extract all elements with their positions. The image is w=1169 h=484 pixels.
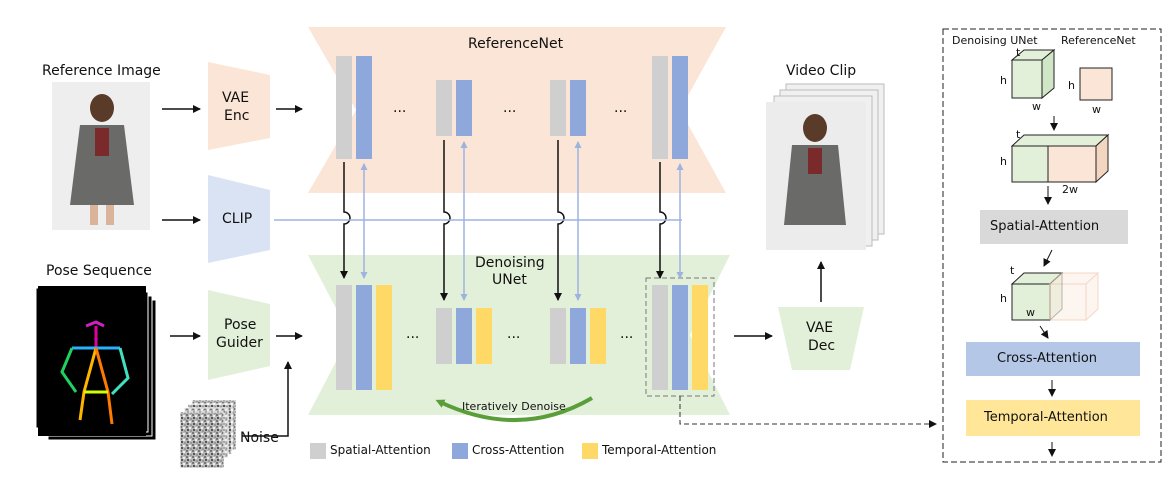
dim-h-label: h <box>1000 155 1007 168</box>
detail-panel <box>942 28 1162 463</box>
reference-image-label: Reference Image <box>42 63 161 79</box>
dim-w-label: w <box>1092 103 1101 116</box>
referencenet-title: ReferenceNet <box>468 36 564 52</box>
noise-stack <box>179 399 237 469</box>
detail-connector <box>679 396 937 428</box>
dim-t-label: t <box>1016 128 1021 141</box>
detail-referencenet-label: ReferenceNet <box>1061 34 1136 47</box>
legend-cross-label: Cross-Attention <box>472 443 565 457</box>
pose-guider-label-1: Pose <box>224 317 257 333</box>
ellipsis: ... <box>393 100 407 116</box>
legend-swatch-spatial <box>310 443 326 459</box>
reference-image <box>52 82 150 230</box>
ellipsis: ... <box>503 100 517 116</box>
dim-h-label: h <box>1068 79 1075 92</box>
ellipsis: ... <box>507 326 521 342</box>
dim-t-label: t <box>1010 264 1015 277</box>
vae-enc-label-1: VAE <box>222 90 250 106</box>
vae-enc-label-2: Enc <box>224 108 250 124</box>
clip-conditioning-lines <box>274 141 684 301</box>
noise-label: Noise <box>240 430 279 446</box>
vae-dec-label-2: Dec <box>808 338 836 354</box>
dim-t-label: t <box>1016 46 1021 59</box>
detail-cross-attention: Cross-Attention <box>997 351 1098 366</box>
clip-label: CLIP <box>222 211 253 227</box>
iteratively-denoise-label: Iteratively Denoise <box>462 400 566 413</box>
vae-dec-label-1: VAE <box>806 320 834 336</box>
detail-temporal-attention: Temporal-Attention <box>984 410 1108 425</box>
legend-swatch-cross <box>452 443 468 459</box>
detail-unet-label: Denoising UNet <box>952 34 1038 47</box>
referencenet-blocks <box>336 56 688 159</box>
dim-2w-label: 2w <box>1062 183 1078 196</box>
legend-temporal-label: Temporal-Attention <box>602 443 717 457</box>
unet-title-2: UNet <box>492 272 527 288</box>
legend-spatial-label: Spatial-Attention <box>330 443 431 457</box>
clip-shape <box>208 175 270 263</box>
video-clip-stack <box>766 83 885 250</box>
ellipsis: ... <box>614 100 628 116</box>
dim-h-label: h <box>1000 74 1007 87</box>
pose-sequence-label: Pose Sequence <box>46 263 152 279</box>
ellipsis: ... <box>620 326 634 342</box>
unet-title-1: Denoising <box>475 255 545 271</box>
legend-swatch-temporal <box>582 443 598 459</box>
vae-decoder-shape <box>778 307 864 370</box>
video-clip-label: Video Clip <box>786 63 857 79</box>
dim-w-label: w <box>1032 100 1041 113</box>
flow-arrows <box>162 105 825 437</box>
detail-spatial-attention: Spatial-Attention <box>990 219 1100 234</box>
iterative-denoise-arrow <box>435 396 594 423</box>
dim-w-label: w <box>1026 306 1035 319</box>
pose-guider-label-2: Guider <box>216 335 263 351</box>
vae-encoder-shape <box>208 62 270 150</box>
ellipsis: ... <box>406 326 420 342</box>
dim-h-label: h <box>1000 292 1007 305</box>
pose-sequence-stack <box>35 286 157 441</box>
unet-background <box>308 255 730 415</box>
pose-guider-shape <box>208 290 270 380</box>
referencenet-background <box>308 27 726 193</box>
